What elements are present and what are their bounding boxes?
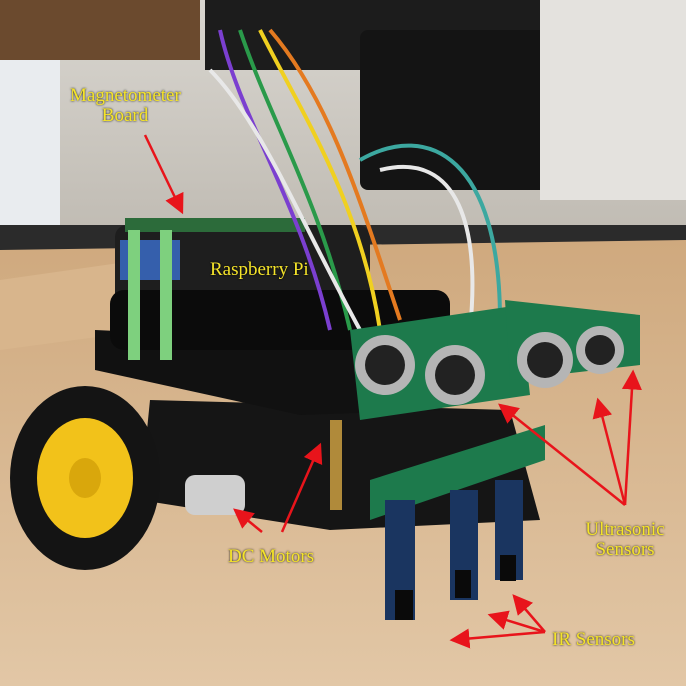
ultrasonic-sensors-label: Ultrasonic Sensors [570, 520, 680, 560]
label-line: Sensors [595, 539, 655, 560]
label-line: Board [101, 105, 149, 126]
label-line: Ultrasonic [585, 519, 665, 540]
label-line: Magnetometer [70, 85, 181, 106]
dc-motors-label: DC Motors [228, 546, 315, 567]
magnetometer-board-label: Magnetometer Board [70, 85, 181, 126]
ir-sensors-label: IR Sensors [552, 629, 635, 650]
raspberry-pi-label: Raspberry Pi [210, 259, 309, 280]
